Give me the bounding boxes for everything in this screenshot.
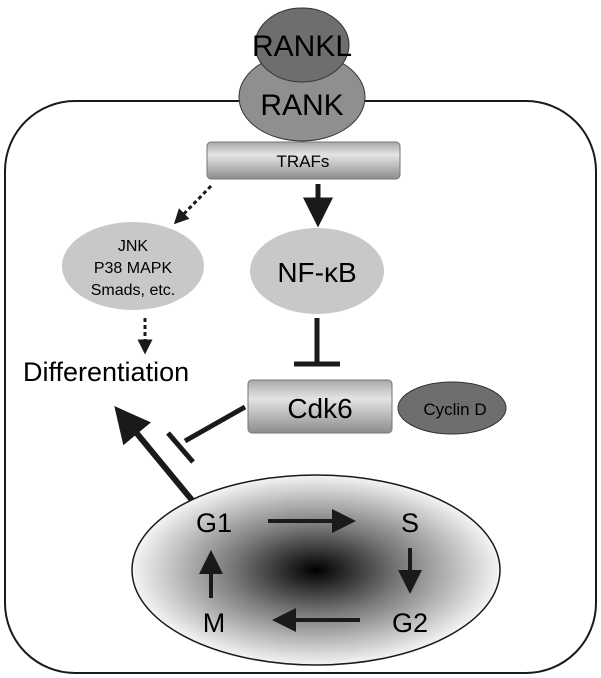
jnk-label: JNK <box>118 238 149 255</box>
p38-label: P38 MAPK <box>94 260 173 277</box>
trafs-to-jnk-arrow <box>173 184 213 225</box>
s-label: S <box>401 508 419 538</box>
rank-receptor: RANK <box>238 52 366 142</box>
smads-label: Smads, etc. <box>91 282 175 299</box>
rank-label: RANK <box>260 89 343 122</box>
cdk6-inhibits-differentiation <box>166 404 247 464</box>
nfkb-label: NF-κB <box>277 257 356 288</box>
g1-to-differentiation-arrow <box>114 406 199 507</box>
rankl-ligand: RANKL <box>252 7 352 83</box>
cyclin-d-label: Cyclin D <box>423 400 486 419</box>
nucleus <box>131 474 501 666</box>
differentiation-label: Differentiation <box>23 357 189 387</box>
m-label: M <box>203 608 226 638</box>
g2-label: G2 <box>392 608 428 638</box>
cdk6-node: Cdk6 <box>247 379 393 434</box>
rankl-label: RANKL <box>252 30 352 63</box>
cdk6-label: Cdk6 <box>287 393 352 424</box>
trafs-node: TRAFs <box>206 141 401 180</box>
trafs-label: TRAFs <box>277 152 330 171</box>
cyclin-d-node: Cyclin D <box>397 381 507 435</box>
g1-label: G1 <box>196 508 232 538</box>
jnk-p38-smads-node: JNK P38 MAPK Smads, etc. <box>62 222 204 310</box>
nfkb-node: NF-κB <box>250 228 384 314</box>
nfkb-inhibits-cdk6 <box>294 318 340 367</box>
